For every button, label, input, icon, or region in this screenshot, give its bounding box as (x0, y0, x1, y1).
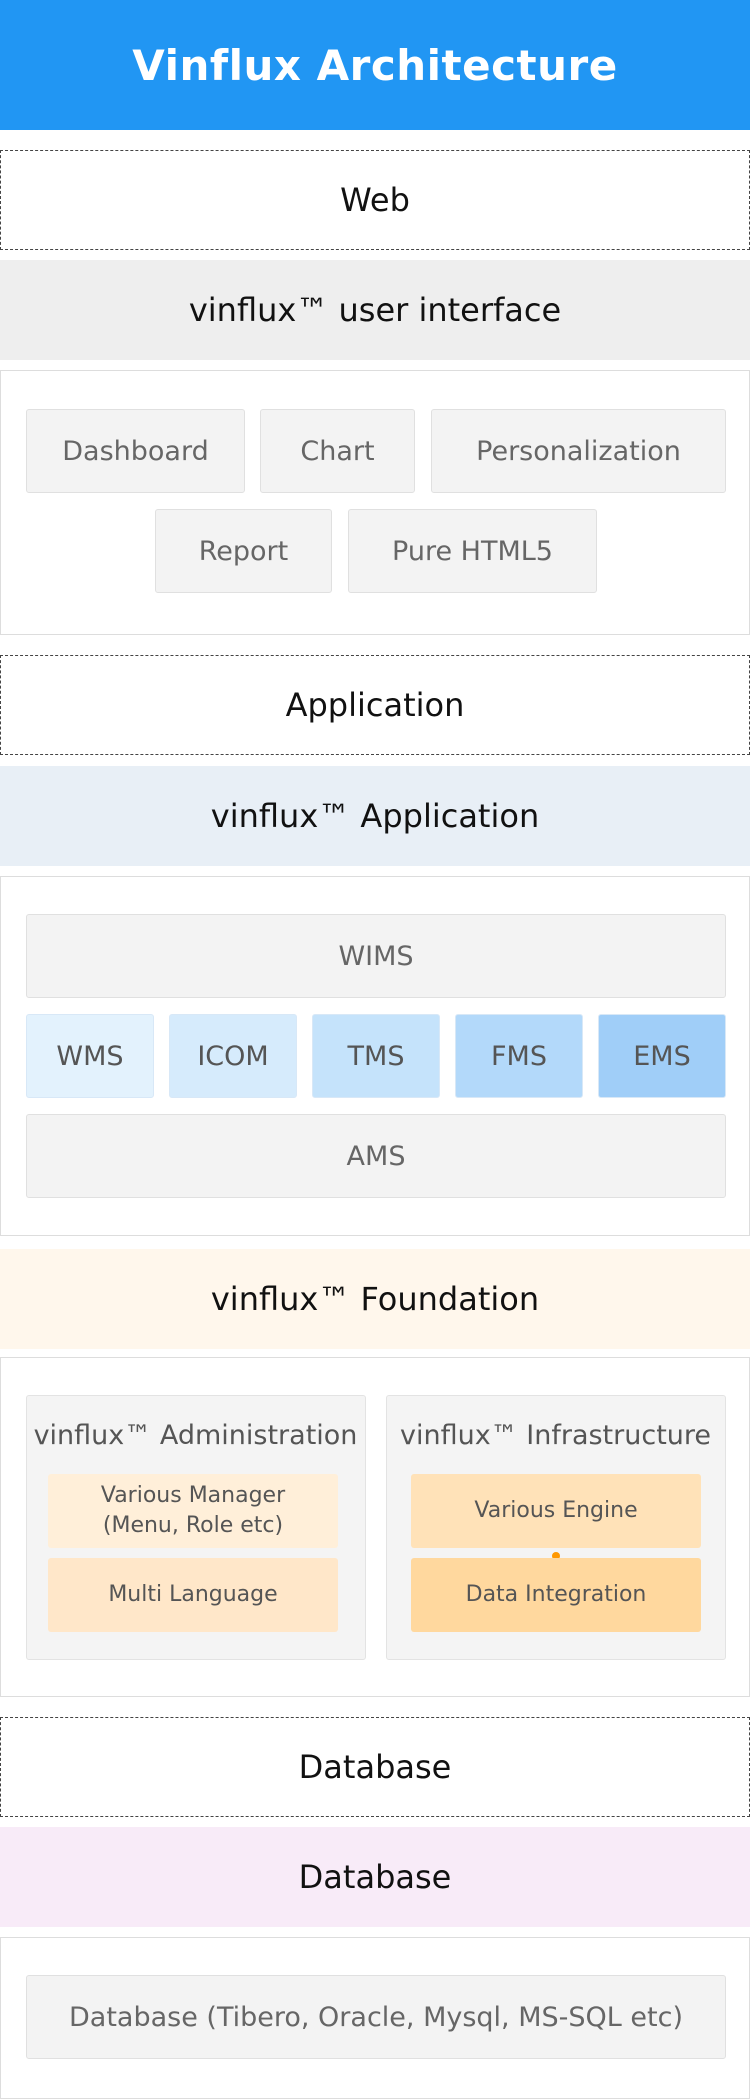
various-manager-label: Various Manager (100, 1483, 286, 1509)
foundation-panel: vinflux™ Administration Various Manager … (0, 1357, 750, 1697)
app-module-wms: WMS (26, 1014, 154, 1098)
tier-web: Web (0, 150, 750, 250)
data-integration-box: Data Integration (411, 1558, 701, 1632)
app-wims: WIMS (26, 914, 726, 998)
tier-database: Database (0, 1717, 750, 1817)
ui-item-chart: Chart (260, 409, 415, 493)
db-item: Database (Tibero, Oracle, Mysql, MS-SQL … (26, 1975, 726, 2059)
ui-item-report: Report (155, 509, 332, 593)
various-manager-sublabel: (Menu, Role etc) (102, 1513, 284, 1538)
administration-title: vinflux™ Administration (33, 1419, 358, 1451)
app-module-fms: FMS (455, 1014, 583, 1098)
ui-panel: Dashboard Chart Personalization Report P… (0, 370, 750, 635)
infrastructure-box: vinflux™ Infrastructure Various Engine D… (386, 1395, 726, 1660)
infrastructure-title: vinflux™ Infrastructure (399, 1419, 712, 1451)
ui-band-heading: vinflux™ user interface (0, 260, 750, 360)
db-panel: Database (Tibero, Oracle, Mysql, MS-SQL … (0, 1937, 750, 2099)
ui-item-pure-html5: Pure HTML5 (348, 509, 597, 593)
various-manager-box: Various Manager (Menu, Role etc) (48, 1474, 338, 1548)
ui-item-personalization: Personalization (431, 409, 726, 493)
administration-box: vinflux™ Administration Various Manager … (26, 1395, 366, 1660)
db-band-heading: Database (0, 1827, 750, 1927)
tier-application: Application (0, 655, 750, 755)
app-module-tms: TMS (312, 1014, 440, 1098)
app-ams: AMS (26, 1114, 726, 1198)
app-module-icom: ICOM (169, 1014, 297, 1098)
app-band-heading: vinflux™ Application (0, 766, 750, 866)
connector-dot (552, 1552, 560, 1560)
ui-item-dashboard: Dashboard (26, 409, 245, 493)
app-module-ems: EMS (598, 1014, 726, 1098)
page-title: Vinflux Architecture (0, 0, 750, 130)
foundation-band-heading: vinflux™ Foundation (0, 1249, 750, 1349)
app-panel: WIMS WMS ICOM TMS FMS EMS AMS (0, 876, 750, 1236)
various-engine-box: Various Engine (411, 1474, 701, 1548)
multi-language-box: Multi Language (48, 1558, 338, 1632)
